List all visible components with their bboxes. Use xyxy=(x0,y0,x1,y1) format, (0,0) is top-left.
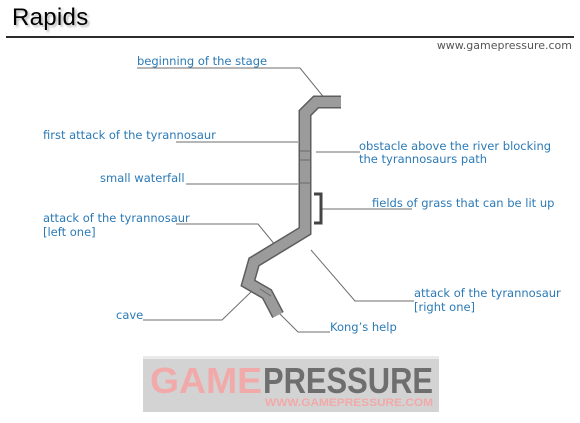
river-segment-mark-4 xyxy=(259,288,272,297)
gamepressure-logo: GAME PRESSURE WWW.GAMEPRESSURE.COM xyxy=(143,356,439,412)
leader-lines xyxy=(137,67,414,333)
logo-url-text: WWW.GAMEPRESSURE.COM xyxy=(265,397,433,409)
label-kongs-help: Kong’s help xyxy=(330,320,397,334)
label-first-attack: first attack of the tyrannosaur xyxy=(43,128,216,142)
label-attack-right-line1: attack of the tyrannosaur xyxy=(414,286,561,300)
grass-fields-bracket xyxy=(314,192,323,225)
title-divider xyxy=(6,36,574,38)
label-attack-right-line2: [right one] xyxy=(414,300,475,314)
page-title: Rapids xyxy=(12,4,89,31)
leader-attack-right xyxy=(310,249,414,302)
river-path xyxy=(240,95,341,319)
logo-game-text: GAME xyxy=(150,360,262,401)
site-url: www.gamepressure.com xyxy=(436,39,572,52)
label-attack-left-line2: [left one] xyxy=(43,225,96,239)
label-small-waterfall: small waterfall xyxy=(100,171,185,185)
label-obstacle-line2: the tyrannosaurs path xyxy=(359,152,487,166)
leader-attack-left xyxy=(176,223,277,247)
label-fields-of-grass: fields of grass that can be lit up xyxy=(372,196,554,210)
label-obstacle-line1: obstacle above the river blocking xyxy=(359,139,551,153)
leader-cave xyxy=(143,290,253,321)
label-cave: cave xyxy=(116,308,143,322)
leader-beginning xyxy=(137,67,327,101)
logo-pressure-text: PRESSURE xyxy=(263,360,433,401)
label-beginning: beginning of the stage xyxy=(137,54,267,68)
labels: beginning of the stage first attack of t… xyxy=(43,54,561,334)
label-attack-left-line1: attack of the tyrannosaur xyxy=(43,211,190,225)
leader-kongs-help xyxy=(277,311,330,333)
